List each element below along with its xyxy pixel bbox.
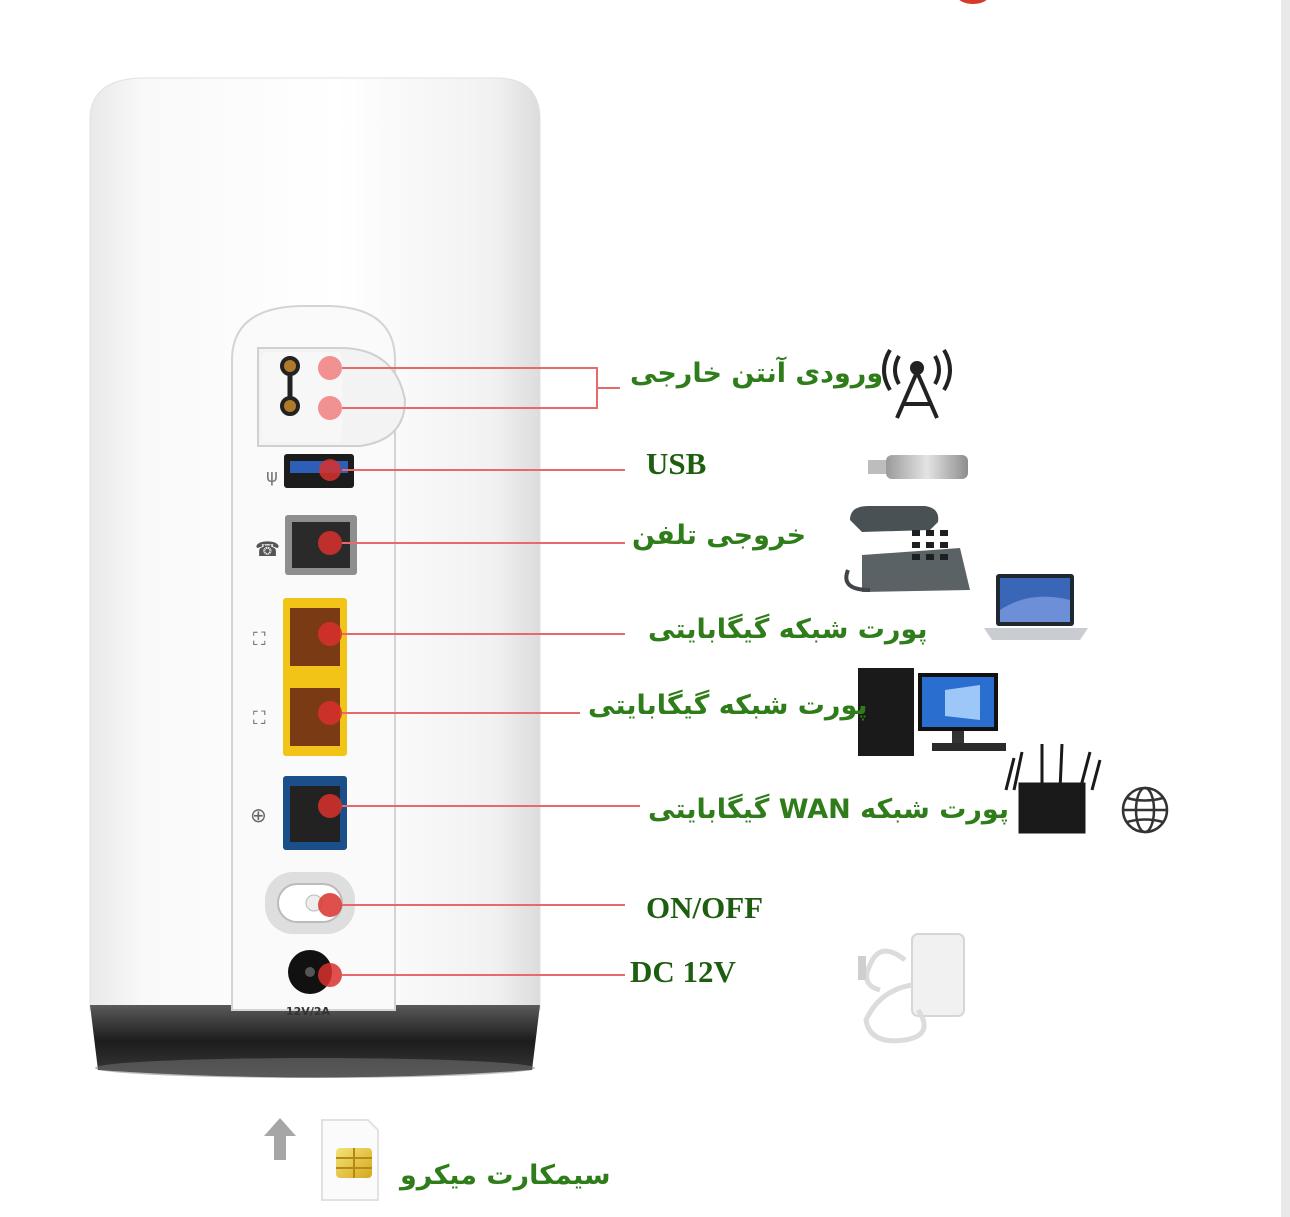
label-lan-2: پورت شبکه گیگابایتی — [588, 690, 868, 721]
svg-text:ψ: ψ — [266, 466, 278, 487]
right-edge-bar — [1281, 0, 1290, 1217]
power-rating-text: 12V/2A — [286, 1005, 330, 1018]
label-antenna: ورودی آنتن خارجی — [630, 358, 884, 389]
red-markers — [318, 356, 342, 987]
laptop-icon — [984, 574, 1088, 640]
label-phone: خروجی تلفن — [632, 520, 807, 551]
label-wan: پورت شبکه WAN گیگابایتی — [648, 794, 1009, 825]
globe-icon — [1121, 786, 1169, 834]
svg-text:⊕: ⊕ — [250, 803, 267, 827]
label-dc: DC 12V — [630, 954, 736, 989]
label-usb: USB — [646, 446, 707, 481]
desktop-computer-icon — [858, 668, 1006, 756]
label-sim: سیمکارت میکرو — [400, 1160, 611, 1191]
dc-jack — [288, 950, 332, 994]
usb-drive-icon — [868, 455, 968, 479]
label-power: ON/OFF — [646, 890, 764, 925]
label-lan-1: پورت شبکه گیگابایتی — [648, 614, 928, 645]
telephone-icon — [844, 506, 970, 592]
antenna-tower-icon — [882, 348, 952, 419]
sim-card-icon — [321, 1119, 379, 1201]
svg-text:☎: ☎ — [255, 537, 280, 561]
up-arrow-icon — [264, 1118, 296, 1160]
svg-text:⛶: ⛶ — [253, 708, 266, 729]
leader-lines — [342, 367, 640, 976]
svg-text:⛶: ⛶ — [253, 629, 266, 650]
power-adapter-icon — [858, 933, 965, 1044]
top-red-shape — [950, 0, 996, 4]
router-icon — [1004, 743, 1102, 834]
